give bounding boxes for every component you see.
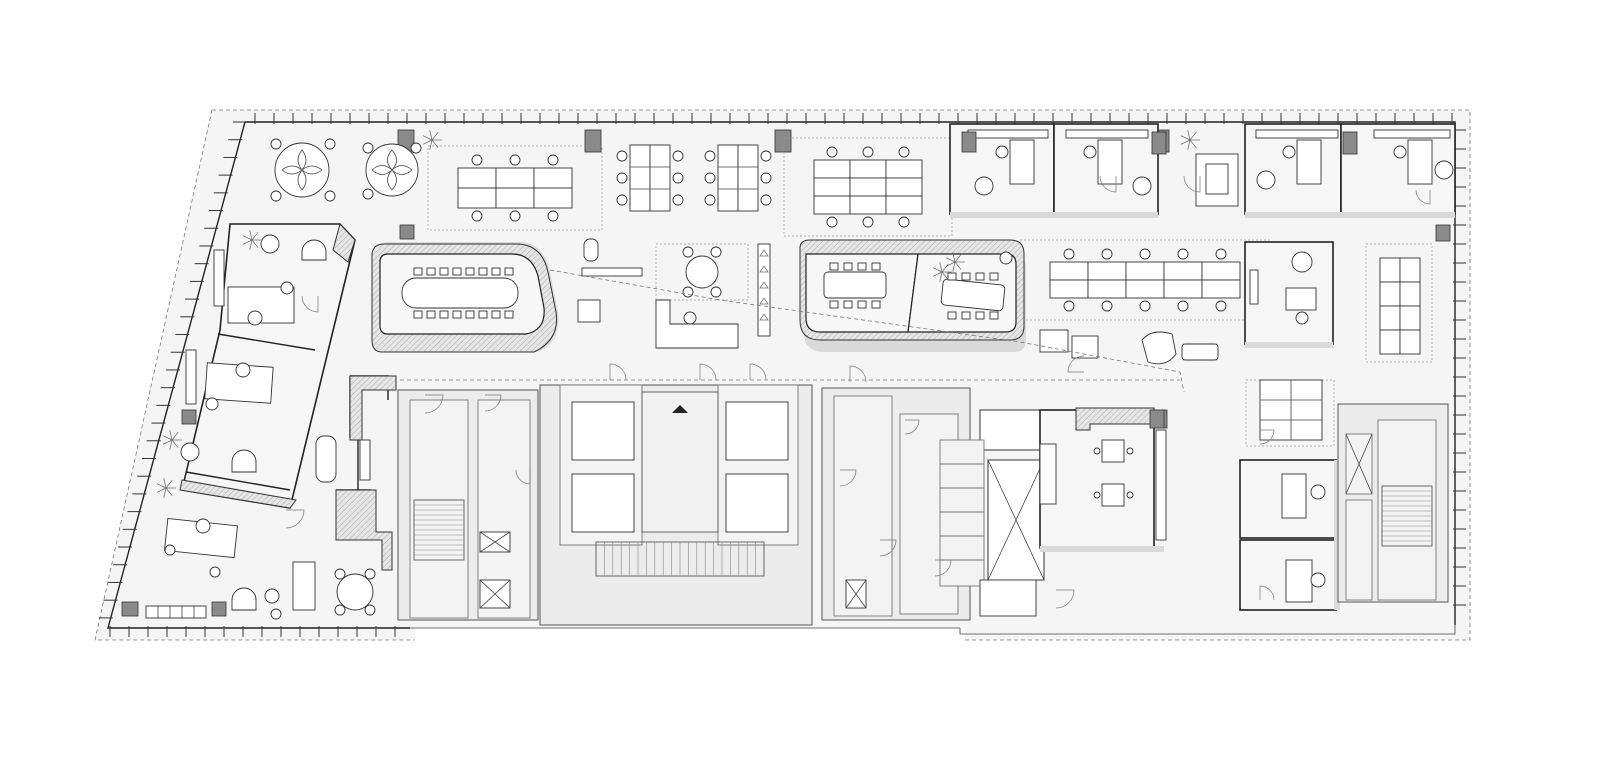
left-offices: [164, 223, 356, 578]
up-arrow-icon: [672, 405, 688, 413]
left-core-restrooms: [315, 375, 397, 571]
bottom-left-lounge: [145, 561, 376, 620]
circulation-line: [400, 269, 1185, 393]
right-lower-offices: [1239, 403, 1449, 611]
right-middle-area: [1039, 241, 1433, 447]
conference-room-pair: [799, 239, 1026, 352]
top-workstations: [427, 137, 1271, 321]
right-top-offices: [949, 123, 1456, 218]
kitchen-area: [1039, 407, 1167, 552]
doors: [285, 175, 1431, 609]
building-core: [397, 384, 1053, 626]
facade-mullions: [98, 113, 1466, 637]
top-left-lounge: [270, 138, 422, 202]
central-lounge: [577, 238, 771, 349]
plant-icon: [156, 130, 1200, 498]
conference-room-large: [371, 242, 559, 353]
